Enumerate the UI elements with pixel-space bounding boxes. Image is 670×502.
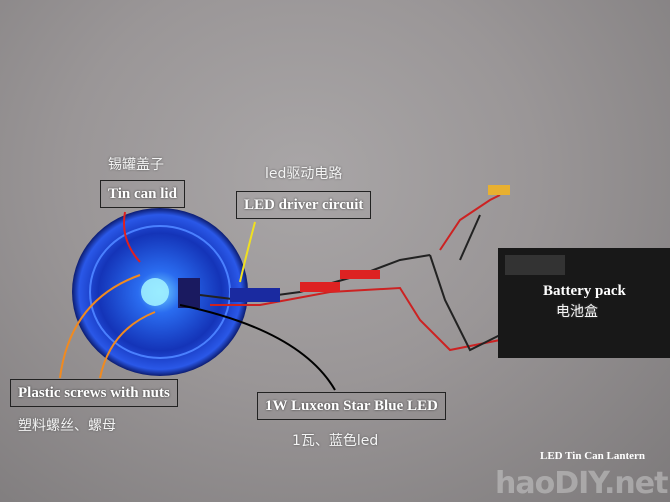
battery-pack-label: Battery pack bbox=[543, 283, 626, 299]
orange-arrow-2 bbox=[99, 311, 156, 379]
connector bbox=[488, 185, 510, 195]
clip bbox=[230, 288, 280, 302]
led-label: 1W Luxeon Star Blue LED bbox=[257, 392, 446, 420]
battery-pack bbox=[498, 248, 670, 358]
black-arrow bbox=[179, 304, 336, 391]
tin-can-lid-label: Tin can lid bbox=[100, 180, 185, 208]
orange-arrow-1 bbox=[59, 274, 141, 379]
annotation-arrows bbox=[59, 211, 336, 391]
plastic-screws-cn-label: 塑料螺丝、螺母 bbox=[18, 418, 116, 434]
tin-can-lid bbox=[72, 208, 248, 376]
watermark-caption: LED Tin Can Lantern bbox=[540, 450, 646, 462]
plastic-screws-label: Plastic screws with nuts bbox=[10, 379, 178, 407]
tin-can-lid-cn-label: 锡罐盖子 bbox=[108, 157, 164, 173]
led-driver-label: LED driver circuit bbox=[236, 191, 372, 219]
led-driver-cn-label: led驱动电路 bbox=[265, 166, 343, 182]
battery-pack-cn-label: 电池盒 bbox=[556, 304, 598, 320]
red-arrow bbox=[123, 211, 141, 263]
watermark-logo: haoDIY.net bbox=[495, 466, 668, 501]
yellow-arrow bbox=[239, 221, 256, 283]
driver-circuit-board bbox=[178, 278, 200, 308]
blue-led bbox=[141, 278, 169, 306]
wires bbox=[199, 185, 510, 352]
led-cn-label: 1瓦、蓝色led bbox=[292, 433, 379, 449]
